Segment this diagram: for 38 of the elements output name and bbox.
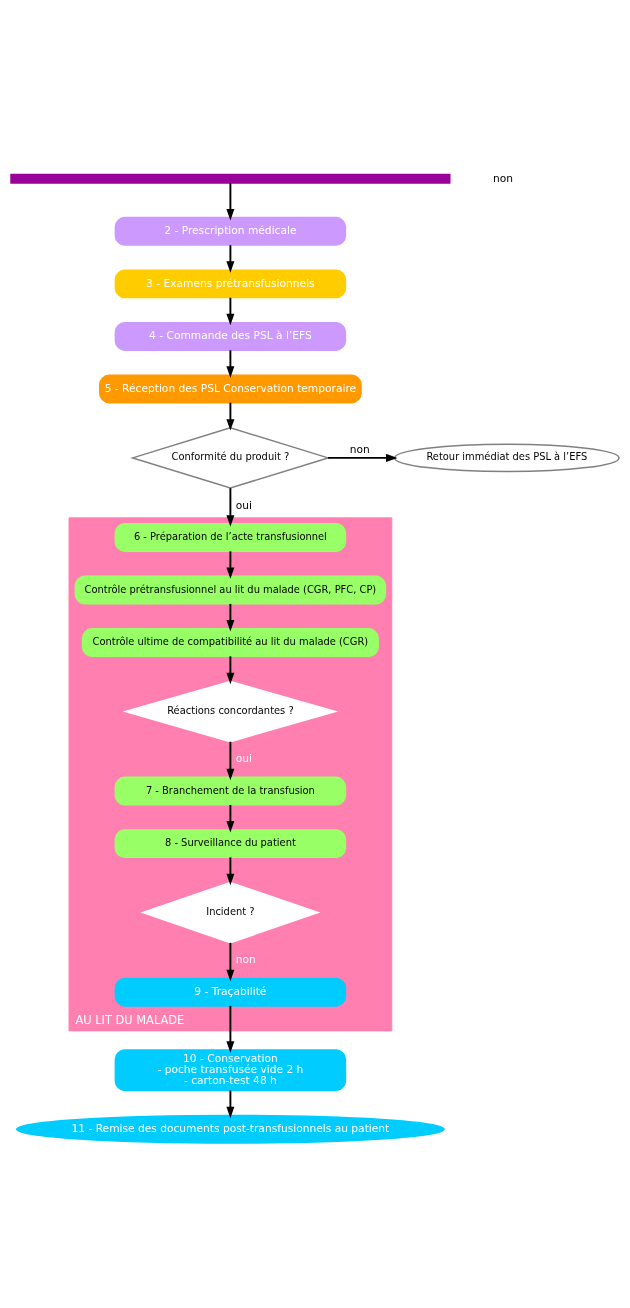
node-box: Contrôle prétransfusionnel au lit du malade (CGR, PFC, CP) xyxy=(74,575,387,605)
arrow xyxy=(226,550,235,579)
arrow xyxy=(226,487,235,527)
arrow xyxy=(226,296,235,326)
label: non xyxy=(493,171,514,185)
node-bar xyxy=(10,173,451,184)
arrow xyxy=(226,655,235,685)
node-box: 6 - Préparation de l’acte transfusionnel xyxy=(114,523,347,552)
edge-label: non xyxy=(235,953,256,967)
arrow xyxy=(327,453,398,462)
arrow xyxy=(226,602,235,632)
arrow xyxy=(226,1089,235,1119)
node-box: 9 - Traçabilité xyxy=(114,977,347,1007)
node-box: 8 - Surveillance du patient xyxy=(114,829,347,859)
arrow xyxy=(226,804,235,833)
node-ellipse: 11 - Remise des documents post-transfusionnels au patient xyxy=(15,1114,445,1144)
edge-label: oui xyxy=(235,752,253,766)
node-diamond: Conformité du produit ? xyxy=(130,427,331,489)
edge-label: oui xyxy=(235,498,253,512)
arrow xyxy=(226,941,235,982)
node-box: 7 - Branchement de la transfusion xyxy=(114,776,347,806)
node-box: 4 - Commande des PSL à l’EFS xyxy=(114,321,347,351)
arrow xyxy=(226,856,235,886)
node-box: 10 - Conservation - poche transfusée vide 2 h - carton-test 48 h xyxy=(114,1049,347,1092)
arrow xyxy=(226,740,235,781)
node-box: 2 - Prescription médicale xyxy=(114,216,347,246)
node-ellipse: Retour immédiat des PSL à l’EFS xyxy=(393,443,620,473)
arrow xyxy=(226,1004,235,1053)
node-box: 5 - Réception des PSL Conservation temporaire xyxy=(99,374,362,404)
node-box: Contrôle ultime de compatibilité au lit du malade (CGR) xyxy=(81,628,379,658)
arrow xyxy=(226,349,235,378)
node-diamond: Incident ? xyxy=(140,881,321,944)
arrow xyxy=(226,401,235,431)
arrow xyxy=(226,182,235,221)
arrow xyxy=(226,244,235,273)
node-box: 3 - Examens prétransfusionnels xyxy=(114,269,347,299)
node-diamond: Réactions concordantes ? xyxy=(122,680,339,743)
edge-label: non xyxy=(349,442,370,456)
